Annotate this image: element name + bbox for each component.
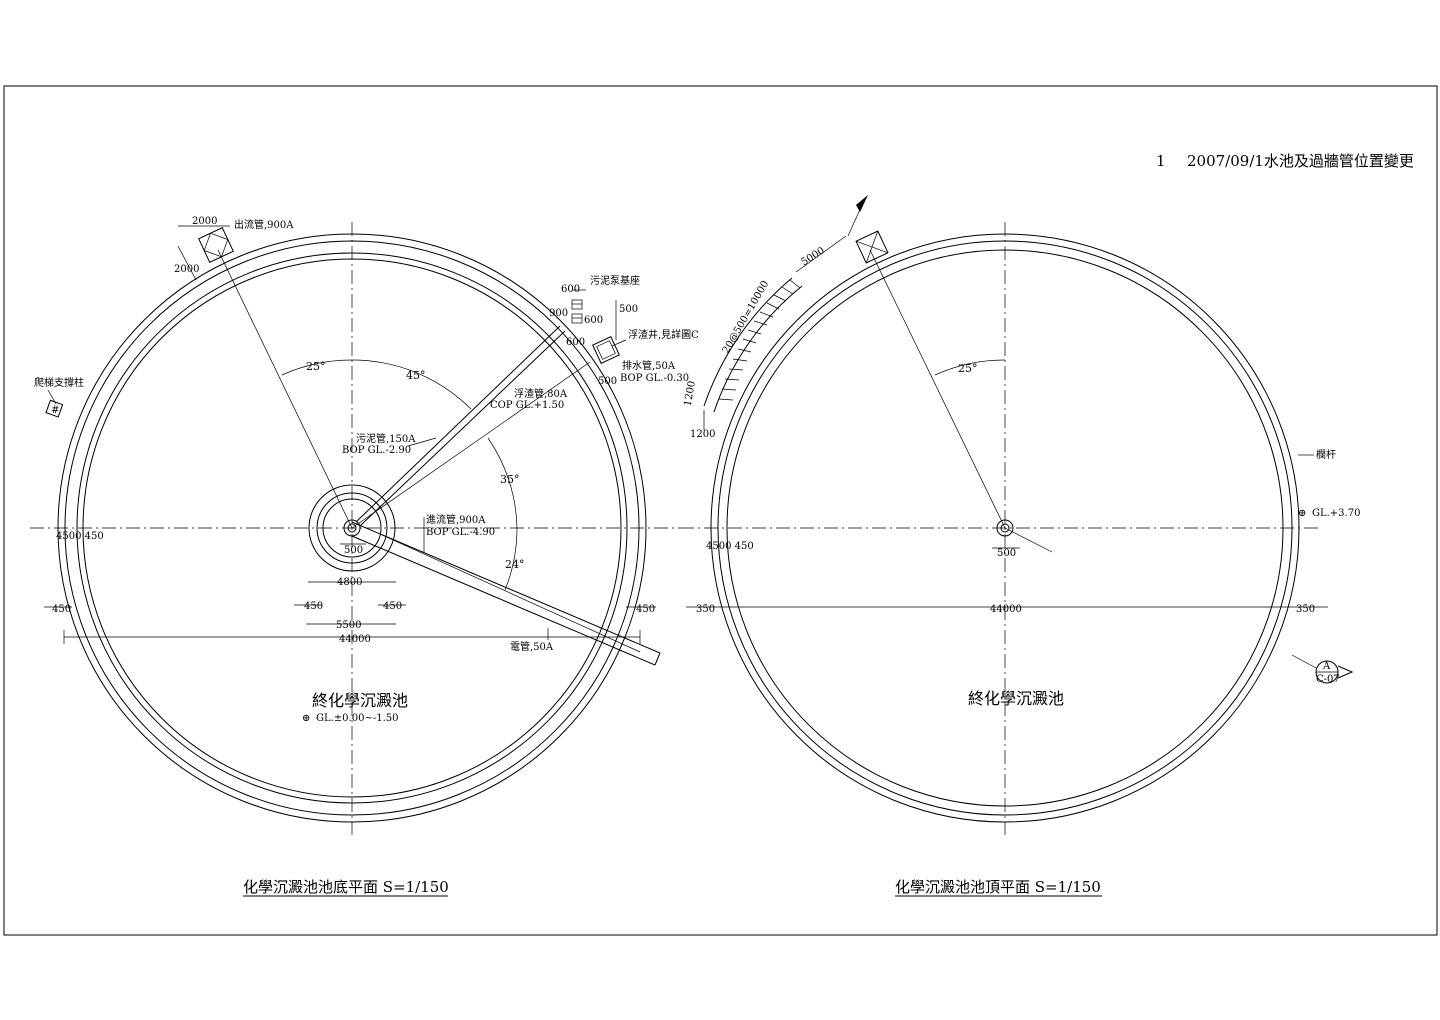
- center-well-mid: [316, 492, 388, 564]
- dim-2000-side: 2000: [174, 264, 199, 275]
- left-tank-wall-inner: [64, 240, 640, 816]
- dim-900: 900: [549, 308, 568, 319]
- dim-500-b: 500: [598, 376, 617, 387]
- dim-450-right: 450: [636, 604, 655, 615]
- section-sheet: C-07: [1316, 674, 1340, 685]
- right-plan: 25° 5000 20@500=10000 1200 1200 欄杆 ⊕ GL.…: [680, 195, 1360, 897]
- ladder-post-symbol: [45, 399, 64, 418]
- angle-arc-24: [504, 527, 518, 591]
- dim-450-left: 450: [52, 604, 71, 615]
- outlet-pipe-label: 出流管,900A: [234, 218, 294, 231]
- scum-well: [592, 336, 620, 364]
- drain-pipe-label: 排水管,50A: [622, 359, 676, 372]
- dim-600-b: 600: [584, 315, 603, 326]
- dim-center-500: 500: [344, 545, 363, 556]
- right-angle-arc-25: [934, 359, 1006, 376]
- left-level-symbol: ⊕: [302, 713, 310, 724]
- right-dim-center-500: 500: [997, 548, 1016, 559]
- left-tank-name: 終化學沉澱池: [312, 691, 408, 710]
- scum-pipe-line: [351, 361, 591, 529]
- left-plan: 25° 45° 35° 24° 出流管,900A 2000 2000 爬梯支撐柱…: [30, 216, 699, 897]
- right-tank-name: 終化學沉澱池: [968, 689, 1064, 708]
- angle-label-35: 35°: [500, 473, 520, 486]
- right-entry-box: [855, 230, 889, 264]
- right-angle-label-25: 25°: [958, 362, 978, 375]
- revision-text: 2007/09/1水池及過牆管位置變更: [1187, 152, 1414, 170]
- ladder-post-label: 爬梯支撐柱: [34, 376, 84, 389]
- dim-450-b: 450: [383, 601, 402, 612]
- dim-600-c: 600: [566, 337, 585, 348]
- dim-5500: 5500: [336, 620, 361, 631]
- angle-arc-25: [281, 359, 353, 376]
- left-tank-trough-inner: [82, 258, 622, 798]
- angle-label-24: 24°: [505, 558, 525, 571]
- dim-44000: 44000: [339, 634, 371, 645]
- right-center-column: [996, 519, 1014, 537]
- center-column-core: [347, 523, 357, 533]
- pump-box-a: [571, 299, 583, 310]
- pump-base-label: 污泥泵基座: [590, 274, 640, 287]
- right-tank-wall-inner: [717, 240, 1293, 816]
- left-plan-caption: 化學沉澱池池底平面 S=1/150: [243, 878, 449, 896]
- scum-pipe-label: 浮渣管,80A: [514, 387, 568, 400]
- dim-450-a: 450: [304, 601, 323, 612]
- drain-pipe-bop: BOP GL.-0.30: [620, 373, 689, 384]
- dim-4800: 4800: [337, 577, 362, 588]
- angle-label-25: 25°: [306, 360, 326, 373]
- scum-pipe-cop: COP GL.+1.50: [490, 400, 564, 411]
- section-marker: A C-07: [1291, 654, 1354, 685]
- outlet-radial-line: [217, 249, 353, 529]
- sheet-border: [3, 85, 1438, 936]
- right-plan-caption: 化學沉澱池池頂平面 S=1/150: [895, 878, 1101, 896]
- inlet-pipe-bop: BOP GL.-4.90: [426, 527, 495, 538]
- pump-box-b: [571, 313, 583, 324]
- right-dim-44000: 44000: [990, 604, 1022, 615]
- dim-1200-b: 1200: [690, 429, 715, 440]
- sludge-pipe-bop: BOP GL.-2.90: [342, 445, 411, 456]
- right-radial-line: [869, 249, 1006, 529]
- right-dim-350-right: 350: [1296, 604, 1315, 615]
- section-letter: A: [1322, 661, 1331, 672]
- sludge-pipe-line-a: [355, 325, 561, 523]
- sludge-pipe-line-b: [359, 330, 566, 527]
- angle-arc-45: [351, 359, 472, 410]
- scum-well-label: 浮渣井,見詳圖C: [628, 328, 699, 341]
- svg-text:#: #: [51, 405, 59, 416]
- north-flag: [856, 195, 868, 212]
- right-level-label: GL.+3.70: [1312, 508, 1360, 519]
- dim-500-a: 500: [619, 304, 638, 315]
- dim-1200-a: 1200: [683, 380, 698, 407]
- right-tank-walkway: [726, 249, 1284, 807]
- center-well-outer: [308, 484, 396, 572]
- railing-label: 欄杆: [1316, 448, 1336, 461]
- right-dim-left: 4500 450: [706, 541, 754, 552]
- dim-600-a: 600: [561, 284, 580, 295]
- right-tank-outer-wall: [710, 233, 1300, 823]
- conduit-line: [379, 533, 641, 653]
- sludge-pipe-label: 污泥管,150A: [356, 432, 416, 445]
- bridge-line: [1004, 527, 1053, 553]
- inlet-pipe-end: [654, 652, 661, 666]
- revision-number: 1: [1156, 152, 1166, 170]
- dim-2000-top: 2000: [192, 216, 217, 227]
- left-tank-outer-wall: [57, 233, 647, 823]
- left-level-label: GL.±0.00~-1.50: [316, 713, 398, 724]
- dim-left-4500-450: 4500 450: [56, 531, 104, 542]
- angle-arc-35: [487, 437, 518, 529]
- left-tank-trough: [76, 252, 628, 804]
- stair-label: 20@500=10000: [721, 279, 772, 356]
- center-well-inner: [322, 498, 382, 558]
- angle-label-45: 45°: [406, 369, 426, 382]
- dim-5000: 5000: [799, 245, 826, 268]
- right-center-column-core: [1000, 523, 1010, 533]
- right-level-symbol: ⊕: [1298, 508, 1306, 519]
- outlet-box: [198, 227, 234, 263]
- inlet-pipe-label: 進流管,900A: [426, 513, 486, 526]
- conduit-label: 電管,50A: [510, 640, 554, 653]
- right-dim-350-left: 350: [696, 604, 715, 615]
- inlet-pipe-line-b: [351, 535, 656, 666]
- staircase: [703, 277, 803, 413]
